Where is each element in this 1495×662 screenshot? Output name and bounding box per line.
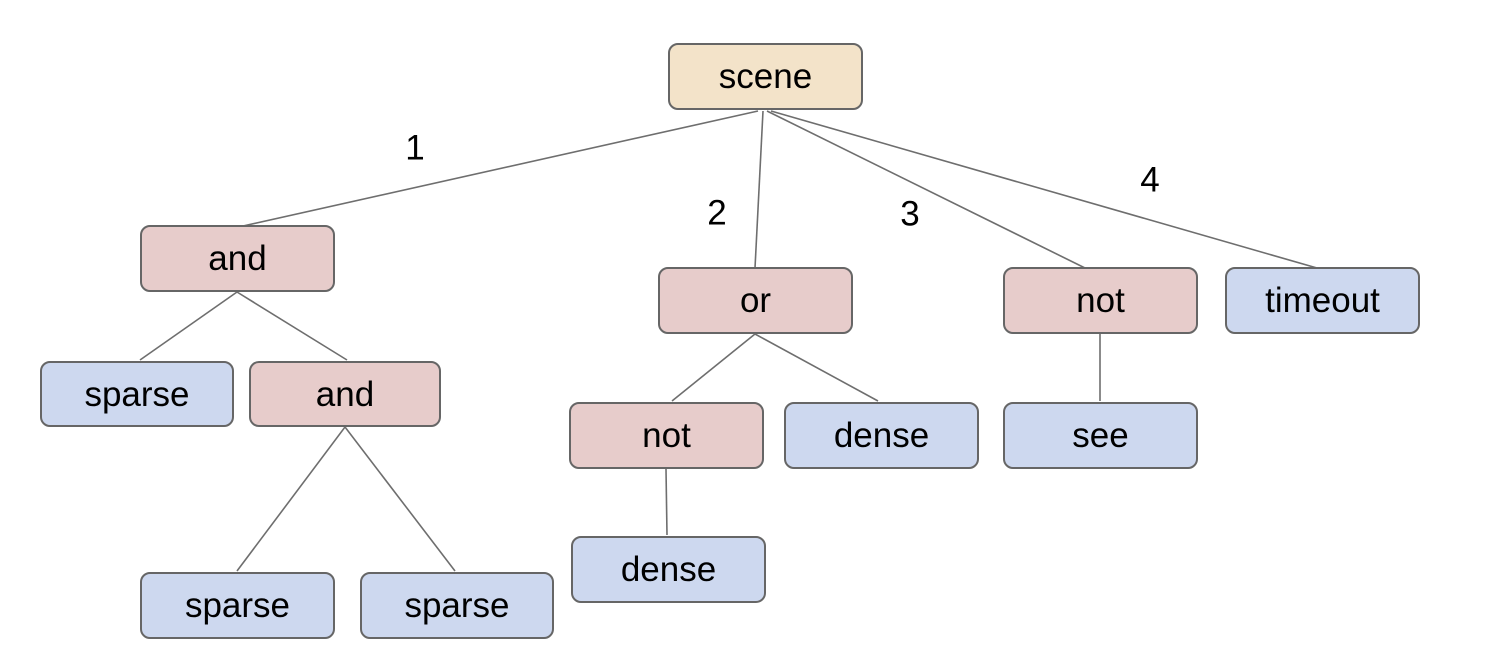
node-and-2: and — [249, 361, 441, 427]
node-timeout: timeout — [1225, 267, 1420, 334]
node-dense-2: dense — [571, 536, 766, 603]
edge-or-not — [671, 333, 756, 402]
edge-label-4: 4 — [1140, 160, 1160, 200]
edge-label-1: 1 — [405, 128, 425, 168]
edge-and-sparse — [139, 291, 238, 361]
node-dense-1: dense — [784, 402, 979, 469]
node-or: or — [658, 267, 853, 334]
node-and-1: and — [140, 225, 335, 292]
edge-label-3: 3 — [900, 194, 920, 234]
edge-and2-sparse2 — [236, 426, 346, 572]
node-scene: scene — [668, 43, 863, 110]
edge-and2-sparse3 — [344, 426, 456, 572]
edge-and-and — [236, 291, 348, 361]
edge-scene-or — [754, 110, 764, 269]
edge-scene-timeout — [770, 110, 1318, 269]
node-not-2: not — [569, 402, 764, 469]
node-sparse-1: sparse — [40, 361, 234, 427]
node-sparse-2: sparse — [140, 572, 335, 639]
edge-scene-not — [766, 110, 1086, 269]
node-sparse-3: sparse — [360, 572, 554, 639]
edge-or-dense — [754, 333, 879, 402]
node-not-1: not — [1003, 267, 1198, 334]
edge-not2-dense2 — [665, 468, 668, 536]
edge-label-2: 2 — [707, 193, 727, 233]
edge-scene-and — [242, 110, 759, 227]
node-see: see — [1003, 402, 1198, 469]
